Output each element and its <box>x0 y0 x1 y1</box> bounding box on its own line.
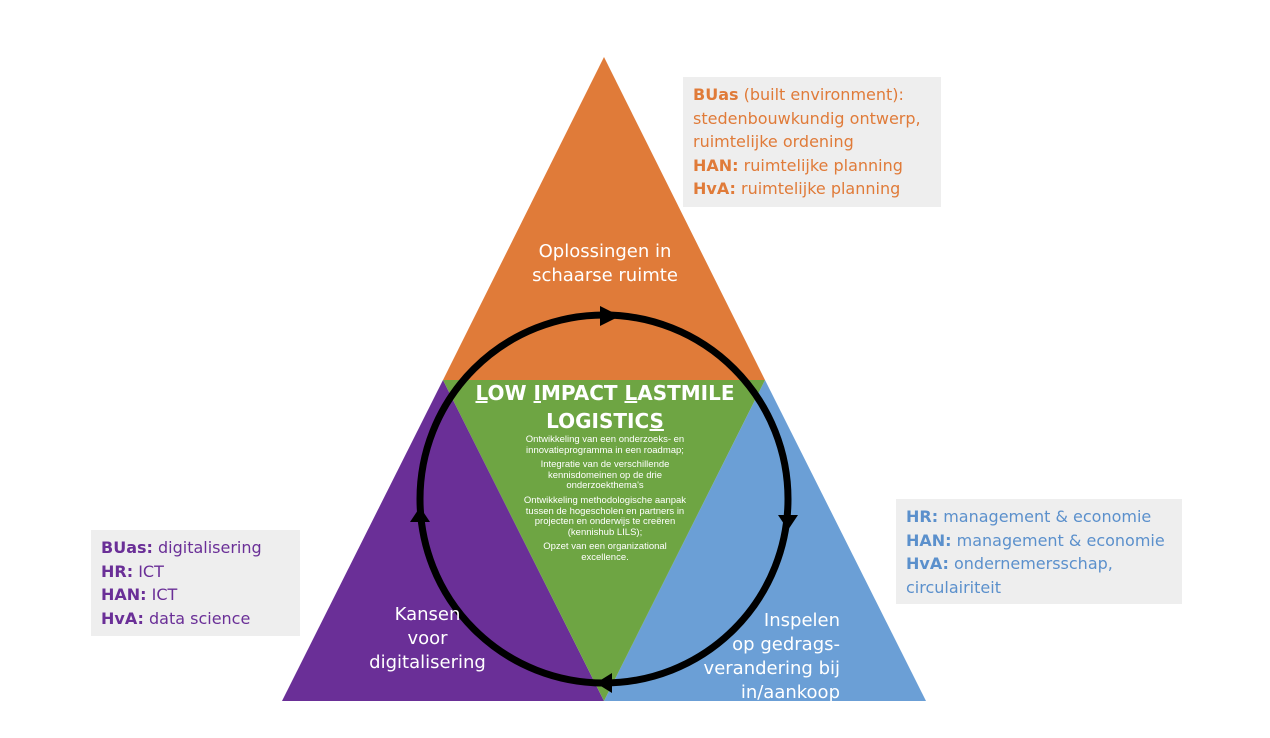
center-item: Ontwikkeling van een onderzoeks- en inno… <box>525 434 685 456</box>
info-box-top: BUas (built environment): stedenbouwkund… <box>683 77 941 207</box>
right-triangle-label: Inspelen op gedrags- verandering bij in/… <box>700 609 840 705</box>
label-line: in/aankoop <box>740 682 840 703</box>
box-line: HvA: ondernemersschap, <box>906 554 1113 573</box>
cycle-arrow-bottom <box>596 673 612 693</box>
box-line: HAN: ICT <box>101 585 178 604</box>
box-line: ruimtelijke ordening <box>693 132 854 151</box>
center-item: Ontwikkeling methodologische aanpak tuss… <box>523 494 687 538</box>
cycle-arrow-top <box>600 306 620 326</box>
center-triangle-green <box>443 380 765 701</box>
label-line: voor <box>407 628 448 649</box>
center-title-line-2: LOGISTICS <box>546 409 664 433</box>
label-line: Oplossingen in <box>538 241 672 262</box>
label-line: schaarse ruimte <box>532 265 678 286</box>
label-line: Kansen <box>394 604 461 625</box>
box-line: BUas: digitalisering <box>101 538 262 557</box>
box-line: stedenbouwkundig ontwerp, <box>693 108 921 128</box>
center-item-list: Ontwikkeling van een onderzoeks- en inno… <box>520 434 690 568</box>
box-line: HAN: management & economie <box>906 530 1165 550</box>
box-line: HR: management & economie <box>906 507 1152 526</box>
left-triangle-purple <box>282 380 604 701</box>
info-box-right: HR: management & economie HAN: managemen… <box>896 499 1182 604</box>
info-box-left: BUas: digitalisering HR: ICT HAN: ICT Hv… <box>91 530 300 636</box>
label-line: verandering bij <box>703 658 840 679</box>
box-line: circulairiteit <box>906 577 1001 597</box>
label-line: Inspelen <box>763 610 840 631</box>
right-triangle-blue <box>604 380 926 701</box>
box-line: HvA: ruimtelijke planning <box>693 179 901 198</box>
box-line: HvA: data science <box>101 608 251 628</box>
label-line: digitalisering <box>369 652 486 673</box>
top-triangle-label: Oplossingen in schaarse ruimte <box>505 240 705 288</box>
center-item: Opzet van een organizational excellence. <box>543 541 667 563</box>
box-line: HR: ICT <box>101 561 164 581</box>
label-line: op gedrags- <box>732 634 840 655</box>
center-item: Integratie van de verschillende kennisdo… <box>540 459 670 492</box>
left-triangle-label: Kansen voor digitalisering <box>355 603 500 675</box>
center-title-line-1: LOW IMPACT LASTMILE <box>475 381 735 405</box>
cycle-arrow-right <box>778 515 798 530</box>
box-line: BUas (built environment): <box>693 85 904 104</box>
center-title: LOW IMPACT LASTMILE LOGISTICS <box>470 379 740 435</box>
top-triangle-orange <box>443 57 765 380</box>
box-line: HAN: ruimtelijke planning <box>693 155 903 175</box>
cycle-arrow-left <box>410 507 430 522</box>
